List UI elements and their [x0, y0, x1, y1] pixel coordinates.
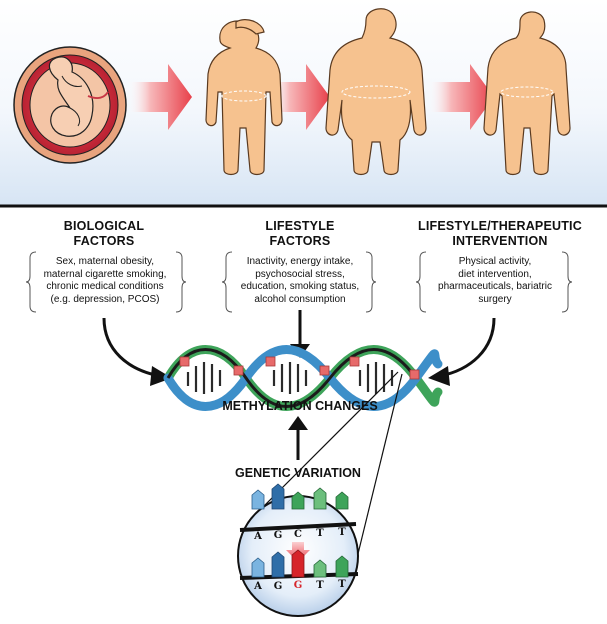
genetic-variation-label: GENETIC VARIATION	[235, 466, 361, 480]
factor-brackets	[25, 251, 573, 313]
sequence-top-base: A	[254, 531, 262, 542]
sequence-top-base: C	[294, 529, 302, 540]
intervention-list: Physical activity, diet intervention, ph…	[420, 256, 570, 306]
progression-arrow-1	[128, 64, 192, 130]
dna-double-helix	[163, 345, 443, 411]
list-line: (e.g. depression, PCOS)	[50, 293, 160, 305]
biological-factors-heading: BIOLOGICAL FACTORS	[24, 219, 184, 249]
lifestyle-heading-line1: LIFESTYLE	[265, 219, 335, 233]
list-line: maternal cigarette smoking,	[43, 268, 167, 280]
list-line: Physical activity,	[458, 256, 532, 267]
biological-heading-line2: FACTORS	[73, 234, 135, 248]
sequence-top-base: T	[338, 527, 346, 538]
sequence-top-base: T	[316, 528, 324, 539]
intervention-heading: LIFESTYLE/THERAPEUTIC INTERVENTION	[400, 219, 600, 249]
methylation-marks	[179, 356, 420, 380]
list-line: pharmaceuticals, bariatric	[438, 281, 552, 292]
list-line: psychosocial stress,	[255, 268, 345, 280]
child-silhouette	[205, 19, 283, 176]
progression-arrow-2	[268, 64, 330, 130]
intervention-to-methylation-arrow	[428, 317, 496, 386]
intervention-heading-line1: LIFESTYLE/THERAPEUTIC	[418, 219, 582, 233]
progression-arrow-3	[428, 64, 494, 130]
magnified-dna-lens	[237, 483, 359, 617]
biological-heading-line1: BIOLOGICAL	[63, 219, 145, 233]
lifestyle-heading-line2: FACTORS	[269, 234, 331, 248]
methylation-changes-label: METHYLATION CHANGES	[222, 399, 378, 413]
genetic-to-methylation-arrow	[288, 416, 308, 460]
fetus-in-womb-illustration	[13, 46, 127, 164]
sequence-bottom-base: G	[273, 581, 283, 592]
list-line: surgery	[478, 293, 512, 305]
sequence-top-base: G	[273, 530, 283, 541]
sequence-bottom-variant-base: G	[293, 580, 303, 591]
biological-to-methylation-arrow	[102, 317, 172, 386]
list-line: alcohol consumption	[254, 293, 346, 305]
sequence-bottom-base: T	[316, 580, 324, 591]
list-line: chronic medical conditions	[46, 281, 164, 292]
intervention-heading-line2: INTERVENTION	[452, 234, 548, 248]
obese-adult-silhouette	[325, 8, 427, 176]
list-line: Sex, maternal obesity,	[55, 256, 155, 267]
lifestyle-factors-heading: LIFESTYLE FACTORS	[220, 219, 380, 249]
list-line: diet intervention,	[458, 268, 532, 280]
biological-factors-list: Sex, maternal obesity, maternal cigarett…	[24, 256, 186, 306]
adult-after-intervention-silhouette	[483, 11, 571, 176]
list-line: Inactivity, energy intake,	[246, 256, 354, 267]
lifestyle-factors-list: Inactivity, energy intake, psychosocial …	[222, 256, 378, 306]
sequence-bottom-base: T	[338, 579, 346, 590]
list-line: education, smoking status,	[240, 281, 360, 292]
sequence-bottom-base: A	[254, 581, 262, 592]
